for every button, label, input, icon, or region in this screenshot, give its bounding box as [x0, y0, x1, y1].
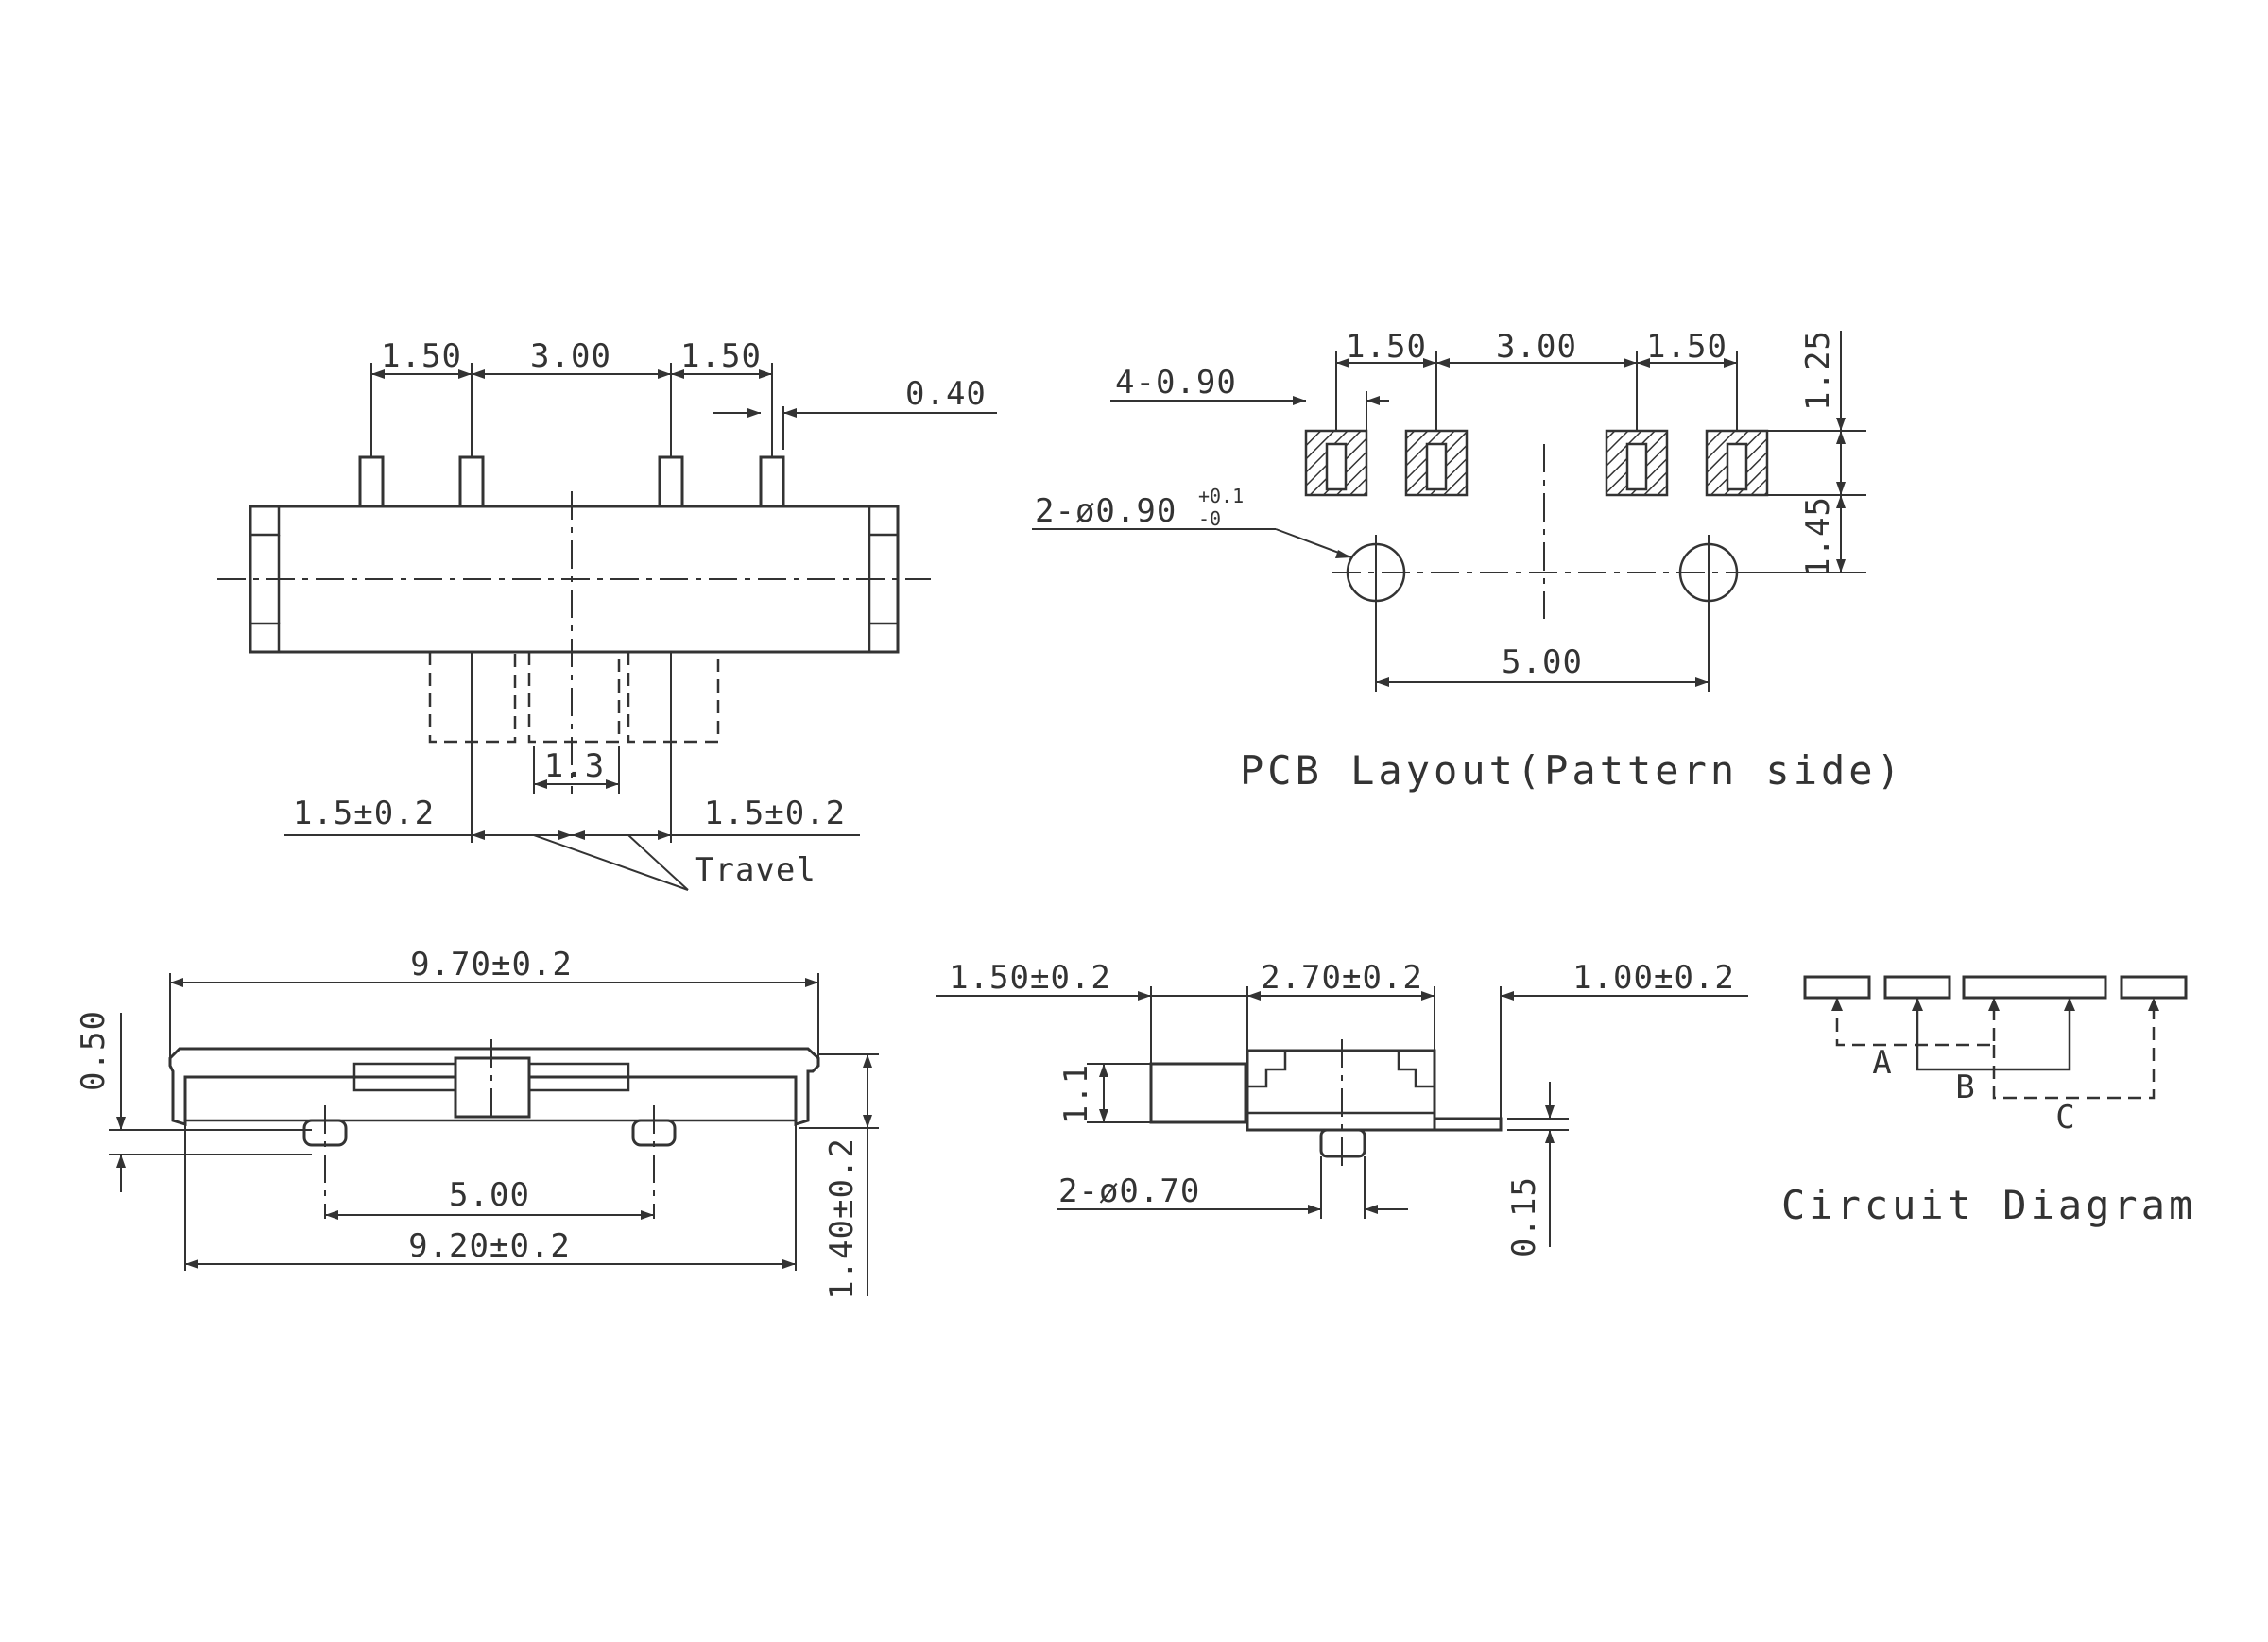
pcb-pitch-3-label: 1.50 [1646, 328, 1727, 366]
post-dia-label: 2-ø0.70 [1058, 1172, 1200, 1210]
hole-tol-upper: +0.1 [1198, 485, 1244, 507]
circuit-terminal-1 [1803, 975, 1871, 1000]
side-pin-offset-label: 1.00±0.2 [1572, 959, 1735, 997]
total-height-label: 1.40±0.2 [823, 1137, 861, 1300]
circuit-terminal-common [1962, 975, 2107, 1000]
side-body-width-label: 2.70±0.2 [1261, 959, 1423, 997]
travel-left-label: 1.5±0.2 [293, 795, 435, 832]
pcb-caption: PCB Layout(Pattern side) [1240, 747, 1904, 794]
circuit-label-b: B [1955, 1069, 1975, 1106]
front-view: 9.70±0.2 5.00 9.20±0.2 0.50 1.40±0.2 [75, 946, 879, 1300]
circuit-diagram: A B C Circuit Diagram [1781, 975, 2196, 1228]
circuit-terminal-4 [2120, 975, 2188, 1000]
step-height-label: 1.1 [1057, 1064, 1095, 1124]
actuator-width-label: 1.3 [544, 747, 605, 785]
top-thickness-label: 0.50 [75, 1010, 112, 1091]
row-offset-2-label: 1.45 [1799, 496, 1837, 577]
hole-spacing-label: 5.00 [1502, 643, 1583, 681]
pin-2 [458, 455, 485, 508]
pin-1 [358, 455, 385, 508]
pin-4 [759, 455, 785, 508]
side-actuator [1149, 1062, 1247, 1124]
pad-size-label: 4-0.90 [1115, 364, 1237, 402]
hole-tol-lower: -0 [1198, 507, 1221, 530]
circuit-terminal-2 [1883, 975, 1951, 1000]
front-post-spacing-label: 5.00 [449, 1176, 530, 1214]
top-view: 1.50 3.00 1.50 0.40 1.3 1.5±0.2 1.5±0.2 … [217, 337, 997, 891]
circuit-label-a: A [1872, 1044, 1892, 1082]
pin-thickness-label: 0.15 [1505, 1176, 1543, 1257]
hole-spec-label: 2-ø0.90 [1035, 492, 1177, 530]
circuit-label-c: C [2055, 1099, 2075, 1137]
travel-right-label: 1.5±0.2 [704, 795, 846, 832]
top-pitch-1-label: 1.50 [381, 337, 462, 375]
travel-label: Travel [695, 851, 816, 889]
pin-width-label: 0.40 [905, 375, 987, 413]
pcb-pitch-1-label: 1.50 [1346, 328, 1427, 366]
pin-3 [658, 455, 684, 508]
circuit-caption: Circuit Diagram [1781, 1182, 2196, 1228]
top-pitch-2-label: 3.00 [530, 337, 611, 375]
overall-length-label: 9.70±0.2 [410, 946, 573, 983]
row-offset-1-label: 1.25 [1799, 330, 1837, 411]
side-view: 1.50±0.2 2.70±0.2 1.00±0.2 1.1 2-ø0.70 0… [936, 959, 1748, 1257]
pcb-layout: 1.50 3.00 1.50 4-0.90 2-ø0.90 +0.1 -0 1.… [1032, 328, 1904, 794]
pcb-pitch-2-label: 3.00 [1496, 328, 1577, 366]
top-pitch-3-label: 1.50 [680, 337, 762, 375]
bottom-length-label: 9.20±0.2 [408, 1227, 571, 1265]
side-left-offset-label: 1.50±0.2 [949, 959, 1111, 997]
front-body [168, 1047, 820, 1127]
